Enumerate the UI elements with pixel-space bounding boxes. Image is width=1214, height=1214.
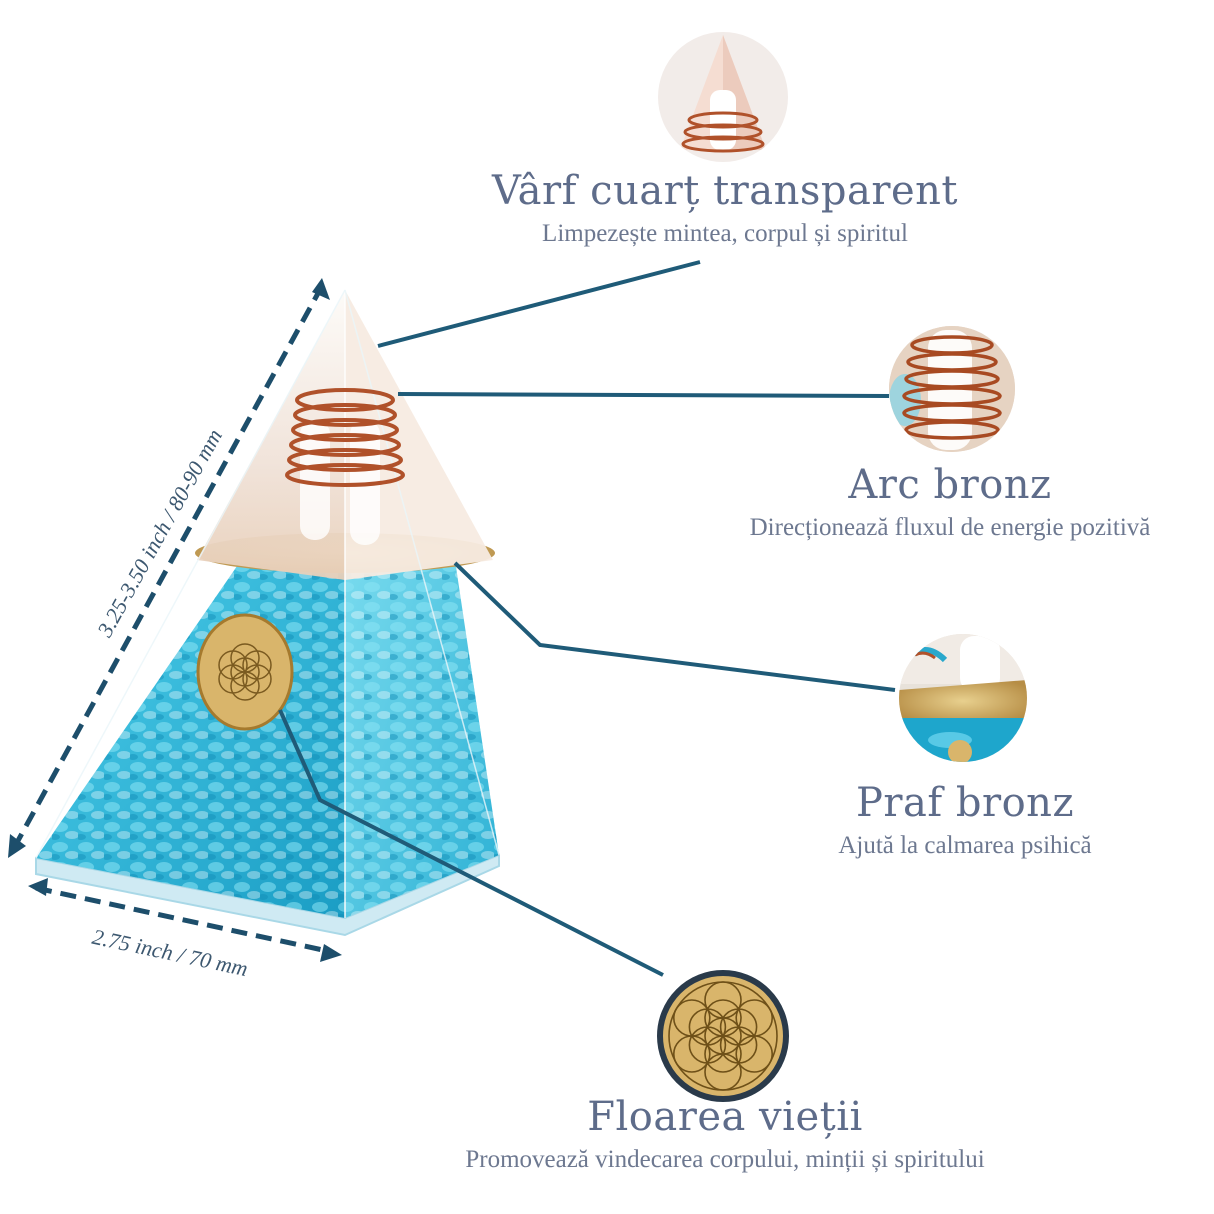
detail-circle-flower (657, 970, 789, 1102)
callout-dust-title: Praf bronz (855, 780, 1075, 826)
tip-leader-line (377, 260, 701, 348)
callout-dust-subtitle: Ajută la calmarea psihică (838, 832, 1092, 859)
callout-tip: Vârf cuarț transparent Limpezește mintea… (440, 168, 1010, 250)
copper-coil (285, 388, 405, 487)
callout-flower: Floarea vieții Promovează vindecarea cor… (380, 1094, 1070, 1176)
callout-dust: Praf bronz Ajută la calmarea psihică (780, 780, 1150, 862)
flower-of-life-emblem (196, 613, 294, 731)
callout-coil-title: Arc bronz (848, 462, 1052, 508)
callout-coil: Arc bronz Direcționează fluxul de energi… (690, 462, 1210, 544)
detail-circle-tip (658, 32, 788, 162)
callout-flower-subtitle: Promovează vindecarea corpului, minții ș… (465, 1146, 985, 1173)
leader-lines (278, 260, 896, 977)
dust-leader-line (453, 561, 896, 692)
callout-coil-subtitle: Direcționează fluxul de energie pozitivă (749, 514, 1151, 541)
flower-leader-line (278, 709, 664, 977)
callout-tip-subtitle: Limpezește mintea, corpul și spiritul (542, 220, 908, 247)
height-dimension-arrow (8, 278, 330, 858)
detail-circle-coil (889, 326, 1015, 452)
base-dimension-arrow (28, 878, 342, 962)
callout-tip-title: Vârf cuarț transparent (491, 168, 959, 214)
callout-flower-title: Floarea vieții (587, 1094, 863, 1140)
coil-leader-line (397, 392, 890, 398)
detail-circle-dust (899, 634, 1027, 762)
